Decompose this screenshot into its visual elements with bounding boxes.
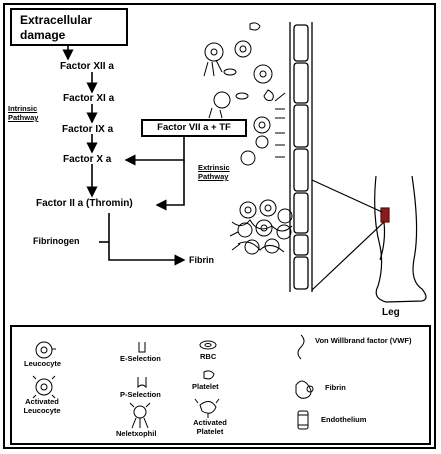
clot-cluster (229, 199, 293, 255)
legend-neutrophil-label: Neletxophil (116, 429, 157, 438)
legend-icons (32, 334, 314, 430)
legend-activated-platelet-label: Activated Platelet (193, 418, 227, 436)
endothelium-icon (297, 410, 309, 430)
legend-activated-leucocyte-label: Activated Leucocyte (23, 397, 61, 415)
neutrophil-icon (129, 402, 151, 429)
blood-vessel-wall (289, 22, 313, 292)
vwf-icon (297, 334, 305, 360)
blood-cells (203, 22, 286, 166)
factor-xi-label: Factor XI a (63, 93, 115, 104)
fibrin-icon (295, 380, 314, 399)
legend-endothelium-label: Endothelium (321, 415, 367, 424)
leucocyte-icon (35, 341, 56, 359)
fibrinogen-label: Fibrinogen (33, 236, 80, 246)
platelet-icon (203, 370, 215, 380)
arrow-tf-ii (155, 160, 185, 211)
extrinsic-pathway-label: Extrinsic Pathway (198, 163, 230, 181)
leg-label: Leg (382, 307, 400, 318)
legend-fibrin-label: Fibrin (325, 383, 346, 392)
intrinsic-pathway-label: Intrinsic Pathway (8, 104, 39, 122)
figure-frame (3, 3, 436, 449)
legend-p-selection-label: P-Selection (120, 390, 161, 399)
extracellular-damage-box: Extracellular damage (10, 8, 128, 46)
factor-xii-label: Factor XII a (60, 61, 114, 72)
legend-leucocyte-label: Leucocyte (24, 359, 62, 368)
arrow-tf-x (124, 137, 185, 166)
legend-platelet-label: Platelet (192, 382, 219, 391)
leg-sketch (311, 175, 427, 303)
fibrin-label: Fibrin (189, 255, 214, 265)
legend-box: Leucocyte Activated Leucocyte Neletxophi… (10, 325, 431, 445)
legend-vwf-label: Von Willbrand factor (VWF) (315, 336, 412, 345)
legend-e-selection-label: E-Selection (120, 354, 161, 363)
arrow-fibrinogen-fibrin (108, 213, 186, 266)
rbc-icon (199, 340, 217, 350)
activated-platelet-icon (194, 398, 220, 418)
legend-rbc-label: RBC (200, 352, 217, 361)
factor-ii-label: Factor II a (Thromin) (36, 198, 133, 209)
p-selection-icon (137, 377, 147, 389)
factor-ix-label: Factor IX a (62, 124, 114, 135)
factor-x-label: Factor X a (63, 154, 112, 165)
factor-vii-tf-box: Factor VII a + TF (141, 119, 247, 137)
e-selection-icon (138, 342, 146, 353)
activated-leucocyte-icon (32, 375, 56, 399)
